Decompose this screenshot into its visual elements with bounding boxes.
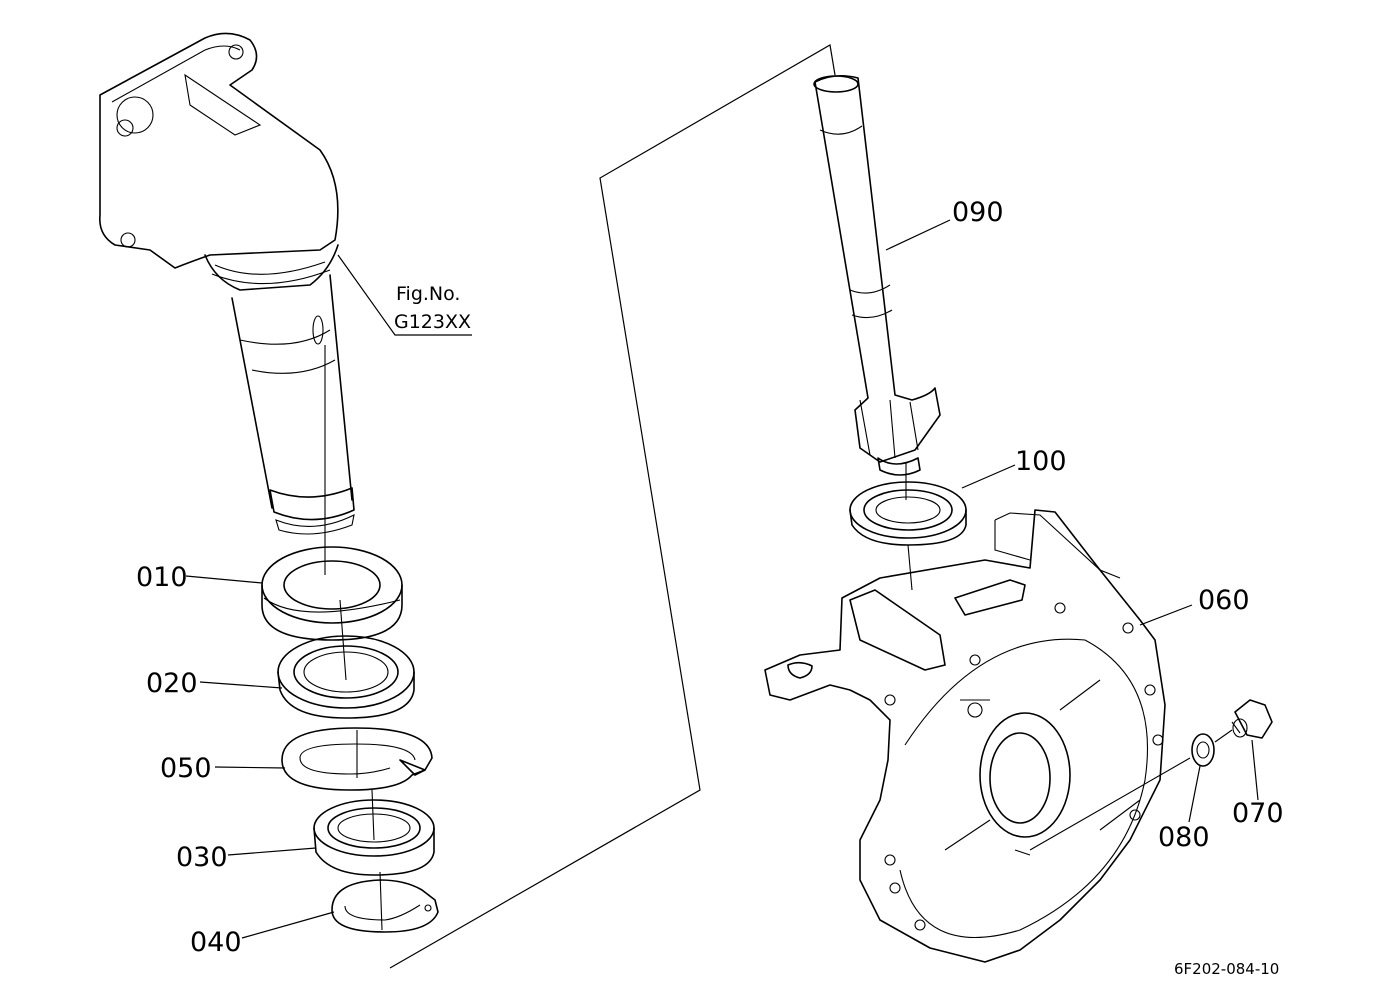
part-070-plug [1231,699,1273,739]
label-100: 100 [1015,446,1067,477]
part-040-circlip [331,879,439,933]
part-030-bearing [313,799,435,876]
part-010-oil-seal [261,546,403,641]
part-080-washer [1191,733,1215,767]
leader-lines [185,219,1259,939]
label-070: 070 [1232,798,1284,829]
label-090: 090 [952,197,1004,228]
label-040: 040 [190,927,242,958]
part-020-bearing [277,635,415,719]
label-020: 020 [146,668,198,699]
part-090-pinion-shaft [813,74,941,476]
part-050-snap-ring [281,727,433,791]
part-100-bearing [849,481,967,546]
figure-ref-line1: Fig.No. [396,283,460,305]
drawing-code: 6F202-084-10 [1174,960,1279,978]
upper-housing-tube [98,32,355,535]
label-050: 050 [160,753,212,784]
part-060-gear-case [764,509,1166,963]
label-060: 060 [1198,585,1250,616]
figure-ref-line2: G123XX [394,311,471,333]
label-080: 080 [1158,822,1210,853]
label-030: 030 [176,842,228,873]
label-010: 010 [136,562,188,593]
divider-line [389,44,836,969]
